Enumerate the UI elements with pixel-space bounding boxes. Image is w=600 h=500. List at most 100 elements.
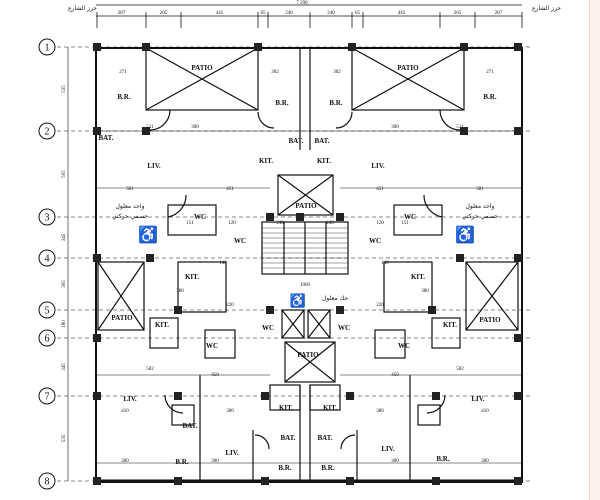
room-label-bath: BAT. <box>288 137 303 145</box>
top-dimension: 287 <box>495 11 503 16</box>
room-label-bedroom: B.R. <box>175 458 188 466</box>
wheelchair-icon: ♿ <box>455 225 475 244</box>
structural-column <box>432 477 440 485</box>
structural-column <box>93 43 101 51</box>
room-dimension: 380 <box>421 289 429 294</box>
room-dimension: 410 <box>121 409 129 414</box>
room-dimension: 120 <box>376 221 384 226</box>
structural-column <box>266 213 274 221</box>
total-dimension: 7 290 <box>296 1 308 6</box>
structural-column <box>336 213 344 221</box>
grid-axis-bubble <box>38 472 56 490</box>
room-label-patio: PATIO <box>297 351 319 359</box>
room-dimension: 581 <box>476 187 484 192</box>
room-dimension: 380 <box>376 409 384 414</box>
structural-column <box>514 127 522 135</box>
room-label-living: LIV. <box>147 162 161 170</box>
room-label-kitchen: KIT. <box>279 404 293 412</box>
room-label-bedroom: B.R. <box>436 455 449 463</box>
top-dimension: 445 <box>216 11 224 16</box>
room-dimension: 1060 <box>300 283 311 288</box>
street-label-left: حرز الشارع <box>68 5 97 12</box>
structural-column <box>93 392 101 400</box>
room-label-bath: BAT. <box>280 434 295 442</box>
grid-axis-label: 2 <box>45 127 50 138</box>
structural-column <box>336 306 344 314</box>
structural-column <box>174 306 182 314</box>
room-dimension: 300 <box>391 459 399 464</box>
structural-column <box>93 254 101 262</box>
grid-axis-bubble <box>38 122 56 140</box>
top-dimension: 65 <box>261 11 267 16</box>
grid-axis-label: 6 <box>45 334 50 345</box>
room-label-wc: WC <box>404 213 416 221</box>
room-label-kitchen: KIT. <box>411 273 425 281</box>
room-dimension: 511 <box>456 125 464 130</box>
grid-axis-label: 8 <box>45 477 50 488</box>
structural-column <box>514 334 522 342</box>
room-label-bedroom: B.R. <box>278 464 291 472</box>
room-dimension: 380 <box>176 289 184 294</box>
grid-axis-label: 3 <box>45 213 50 224</box>
grid-axis-bubble <box>38 301 56 319</box>
room-dimension: 300 <box>121 459 129 464</box>
room-label-bath: BAT. <box>317 434 332 442</box>
structural-column <box>514 254 522 262</box>
room-dimension: 302 <box>333 70 341 75</box>
room-dimension: 140 <box>219 261 227 266</box>
room-dimension: 410 <box>481 409 489 414</box>
room-dimension: 140 <box>381 261 389 266</box>
outer-wall <box>95 47 523 483</box>
structural-column <box>346 477 354 485</box>
room-dimension: 240 <box>276 221 284 226</box>
grid-axis-bubble <box>38 329 56 347</box>
accessible-parking-label: جك معلول <box>322 295 349 302</box>
room-label-wc: WC <box>369 237 381 245</box>
room-label-patio: PATIO <box>191 64 213 72</box>
structural-column <box>296 213 304 221</box>
room-dimension: 582 <box>146 367 154 372</box>
room-dimension: 240 <box>326 221 334 226</box>
room-dimension: 300 <box>191 125 199 130</box>
room-label-wc: WC <box>262 324 274 332</box>
structural-column <box>261 477 269 485</box>
structural-column <box>93 477 101 485</box>
top-dimension: 205 <box>454 11 462 16</box>
structural-column <box>346 392 354 400</box>
street-label-right: حرز الشارع <box>532 5 561 12</box>
room-label-bedroom: B.R. <box>117 93 130 101</box>
room-label-kitchen: KIT. <box>155 321 169 329</box>
room-dimension: 451 <box>376 187 384 192</box>
structural-column <box>174 392 182 400</box>
room-label-living: LIV. <box>471 395 485 403</box>
room-dimension: 220 <box>376 303 384 308</box>
grid-axis-bubble <box>38 38 56 56</box>
left-dimension: 505 <box>62 170 67 178</box>
room-dimension: 300 <box>391 125 399 130</box>
room-label-patio: PATIO <box>111 314 133 322</box>
structural-column <box>254 43 262 51</box>
room-dimension: 300 <box>481 459 489 464</box>
top-dimension: 205 <box>160 11 168 16</box>
structural-column <box>266 306 274 314</box>
room-dimension: 511 <box>146 125 154 130</box>
room-dimension: 450 <box>211 373 219 378</box>
room-dimension: 581 <box>126 187 134 192</box>
room-label-wc: WC <box>398 342 410 350</box>
room-label-kitchen: KIT. <box>317 157 331 165</box>
wheelchair-icon: ♿ <box>290 293 306 308</box>
structural-column <box>174 477 182 485</box>
room-dimension: 120 <box>228 221 236 226</box>
structural-column <box>514 43 522 51</box>
structural-column <box>142 127 150 135</box>
room-label-patio: PATIO <box>479 316 501 324</box>
grid-axis-bubble <box>38 249 56 267</box>
structural-column <box>456 254 464 262</box>
structural-column <box>93 334 101 342</box>
grid-axis-label: 5 <box>45 306 50 317</box>
top-dimension: 445 <box>398 11 406 16</box>
top-dimension: 65 <box>355 11 361 16</box>
room-label-bath: BAT. <box>314 137 329 145</box>
structural-column <box>261 392 269 400</box>
